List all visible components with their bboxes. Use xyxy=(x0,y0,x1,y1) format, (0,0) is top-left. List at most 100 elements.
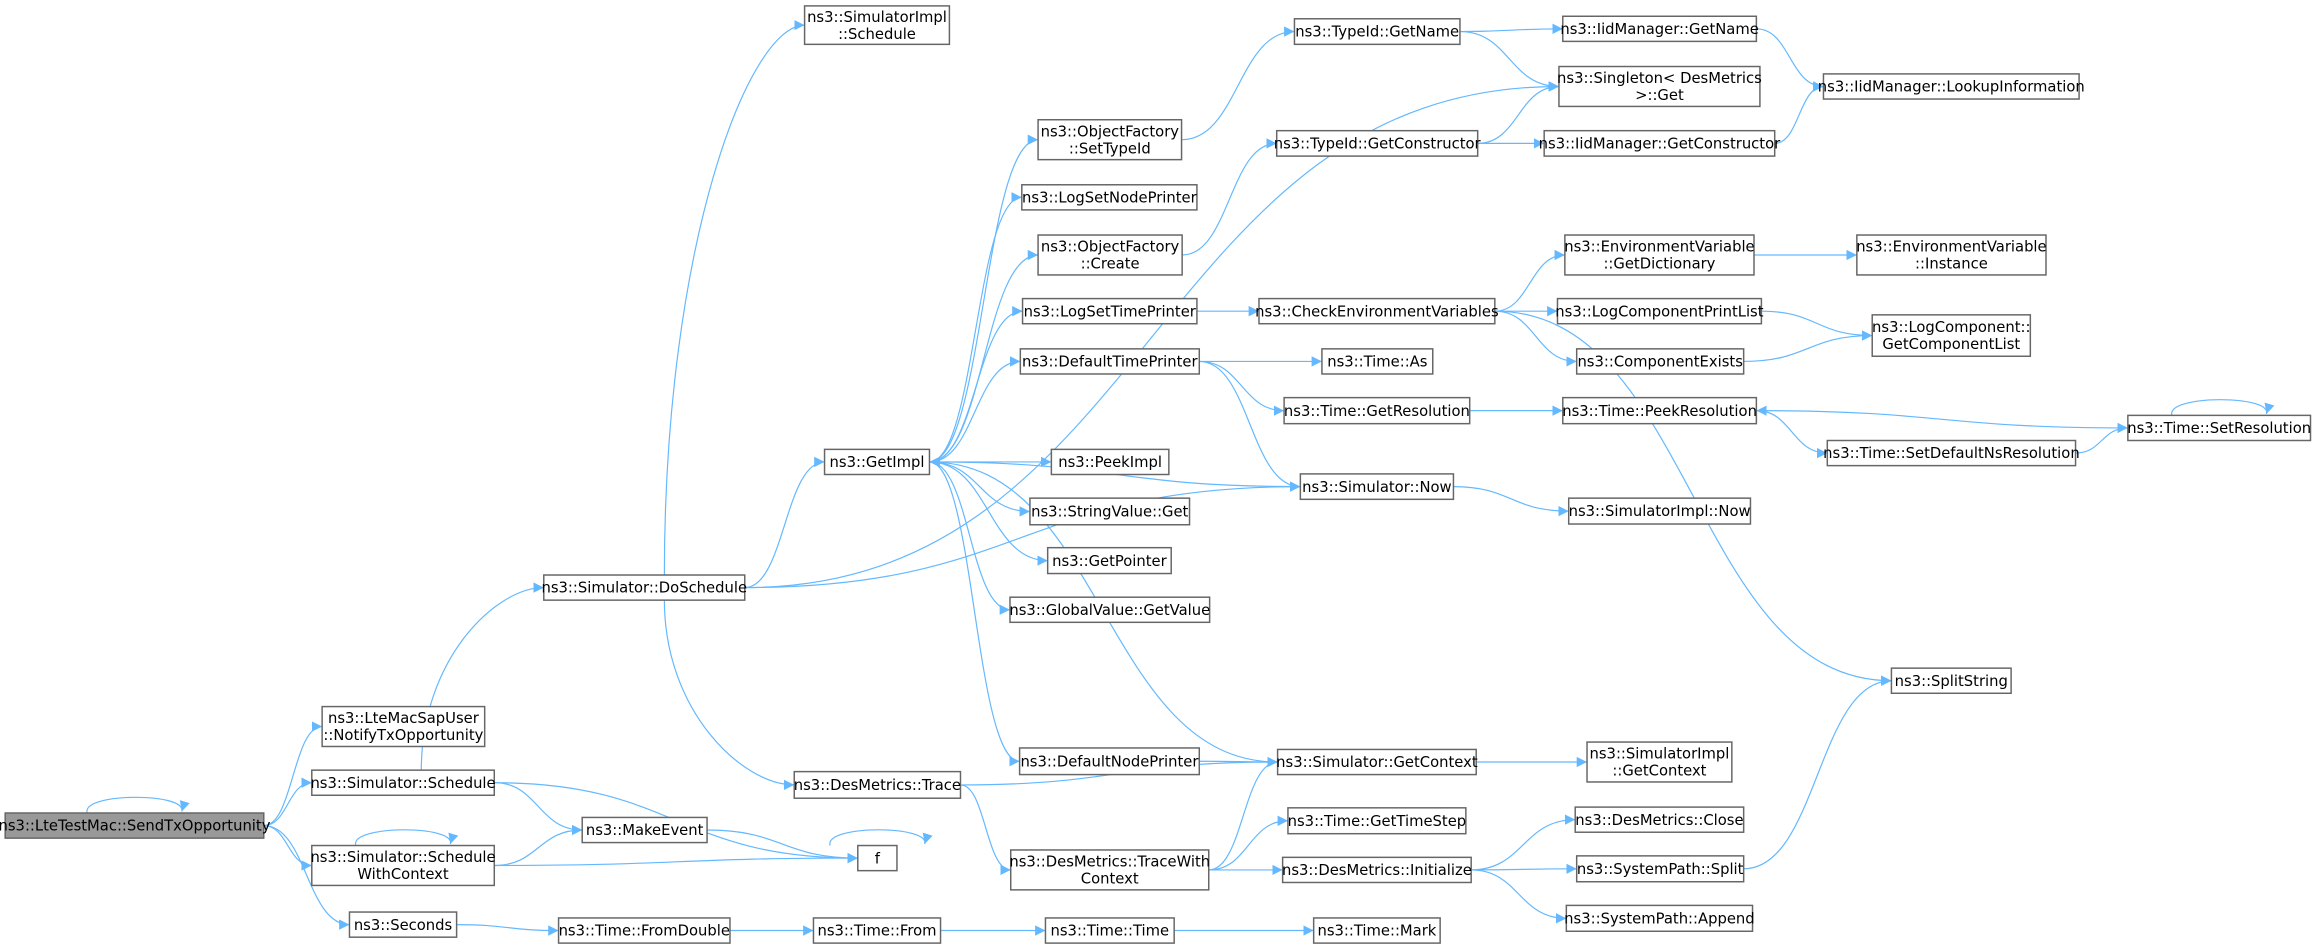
node-box xyxy=(1287,807,1467,835)
node-envinstance[interactable]: ns3::EnvironmentVariable::Instance xyxy=(1856,234,2047,276)
node-box xyxy=(1890,667,2012,695)
node-mark[interactable]: ns3::Time::Mark xyxy=(1312,917,1441,944)
edge-typeidgetname-to-iidgetname xyxy=(1459,23,1563,34)
node-lcprint[interactable]: ns3::LogComponentPrintList xyxy=(1555,297,1764,325)
edge-getimpl-to-getpointer xyxy=(929,461,1048,566)
node-settypeid[interactable]: ns3::ObjectFactory::SetTypeId xyxy=(1037,118,1183,161)
edge-getimpl-to-defnode xyxy=(929,461,1020,767)
node-box xyxy=(1021,184,1198,211)
node-getcontext[interactable]: ns3::Simulator::GetContext xyxy=(1276,748,1478,776)
node-simimplnow[interactable]: ns3::SimulatorImpl::Now xyxy=(1567,497,1752,525)
node-label: ns3::TypeId::GetConstructor xyxy=(1274,136,1482,153)
node-iidgetname[interactable]: ns3::IidManager::GetName xyxy=(1560,15,1759,43)
node-box xyxy=(1276,748,1477,776)
node-seconds[interactable]: ns3::Seconds xyxy=(348,911,458,938)
node-label: ns3::Time::SetResolution xyxy=(2127,420,2311,437)
node-box xyxy=(1009,849,1210,891)
node-timeas[interactable]: ns3::Time::As xyxy=(1321,348,1434,375)
node-getdict[interactable]: ns3::EnvironmentVariable::GetDictionary xyxy=(1564,234,1755,276)
node-lognode[interactable]: ns3::LogSetNodePrinter xyxy=(1021,184,1198,211)
node-doschedule[interactable]: ns3::Simulator::DoSchedule xyxy=(541,574,747,601)
node-singleton[interactable]: ns3::Singleton< DesMetrics >::Get xyxy=(1557,65,1762,108)
node-stringvalue[interactable]: ns3::StringValue::Get xyxy=(1029,497,1191,526)
edge-doschedule-to-getimpl xyxy=(744,456,825,589)
node-box xyxy=(1275,129,1479,157)
node-timetime[interactable]: ns3::Time::Time xyxy=(1044,917,1175,944)
node-box xyxy=(1050,448,1170,476)
node-deftime[interactable]: ns3::DefaultTimePrinter xyxy=(1019,348,1201,375)
node-box xyxy=(1299,473,1455,501)
node-label: ns3::DesMetrics::Trace xyxy=(794,777,961,794)
node-defnode[interactable]: ns3::DefaultNodePrinter xyxy=(1018,747,1201,776)
node-label: ns3::GetPointer xyxy=(1052,553,1167,570)
node-box xyxy=(1543,129,1776,157)
edge-simnow-to-simimplnow xyxy=(1453,486,1569,517)
node-getpointer[interactable]: ns3::GetPointer xyxy=(1046,546,1172,575)
node-sendtx[interactable]: ns3::LteTestMac::SendTxOpportunity xyxy=(0,812,271,839)
node-box xyxy=(1029,497,1191,526)
edge-sendtx-to-schedule xyxy=(263,777,312,827)
node-splitstring[interactable]: ns3::SplitString xyxy=(1890,667,2012,695)
node-box xyxy=(543,574,746,601)
node-peekimpl[interactable]: ns3::PeekImpl xyxy=(1050,448,1170,476)
node-label: ns3::Time::Time xyxy=(1051,923,1170,940)
node-notify[interactable]: ns3::LteMacSapUser::NotifyTxOpportunity xyxy=(321,705,486,748)
node-logtime[interactable]: ns3::LogSetTimePrinter xyxy=(1021,297,1198,325)
node-typeidctor[interactable]: ns3::TypeId::GetConstructor xyxy=(1274,129,1482,157)
node-create[interactable]: ns3::ObjectFactory::Create xyxy=(1037,234,1183,276)
node-fromdouble[interactable]: ns3::Time::FromDouble xyxy=(557,917,731,944)
node-label: ns3::CheckEnvironmentVariables xyxy=(1255,303,1499,320)
node-simnow[interactable]: ns3::Simulator::Now xyxy=(1299,473,1455,501)
edge-initialize-to-split xyxy=(1471,863,1577,874)
node-from[interactable]: ns3::Time::From xyxy=(812,917,942,944)
edge-deftime-to-simnow xyxy=(1199,360,1301,492)
node-f[interactable]: f xyxy=(857,844,898,872)
node-box xyxy=(1564,234,1755,276)
edge-compexists-to-getcomplist xyxy=(1743,330,1873,363)
node-getimpl[interactable]: ns3::GetImpl xyxy=(823,448,931,476)
edge-schedule-to-makeevent xyxy=(494,782,583,836)
node-schedule[interactable]: ns3::Simulator::Schedule xyxy=(310,769,496,797)
edge-setdefns-to-setres xyxy=(2075,422,2128,454)
node-split[interactable]: ns3::SystemPath::Split xyxy=(1575,855,1745,883)
node-typeidgetname[interactable]: ns3::TypeId::GetName xyxy=(1293,18,1461,46)
node-initialize[interactable]: ns3::DesMetrics::Initialize xyxy=(1281,856,1472,884)
node-simimplschedule[interactable]: ns3::SimulatorImpl::Schedule xyxy=(803,5,951,46)
node-label: ns3::ObjectFactory xyxy=(1041,239,1180,256)
node-makeevent[interactable]: ns3::MakeEvent xyxy=(581,816,708,844)
node-setdefns[interactable]: ns3::Time::SetDefaultNsResolution xyxy=(1823,439,2080,467)
node-append[interactable]: ns3::SystemPath::Append xyxy=(1564,904,1755,933)
node-gettimestep[interactable]: ns3::Time::GetTimeStep xyxy=(1287,807,1467,835)
node-getcomplist[interactable]: ns3::LogComponent::GetComponentList xyxy=(1871,314,2032,357)
node-box xyxy=(823,448,931,476)
node-simimplctx[interactable]: ns3::SimulatorImpl::GetContext xyxy=(1586,741,1733,783)
edge-initialize-to-close xyxy=(1471,814,1576,871)
node-close[interactable]: ns3::DesMetrics::Close xyxy=(1574,806,1745,833)
node-setres[interactable]: ns3::Time::SetResolution xyxy=(2127,414,2312,442)
node-box xyxy=(4,812,265,839)
node-box xyxy=(1575,855,1745,883)
node-peekres[interactable]: ns3::Time::PeekResolution xyxy=(1562,396,1758,425)
node-iidctor[interactable]: ns3::IidManager::GetConstructor xyxy=(1539,129,1781,157)
node-compexists[interactable]: ns3::ComponentExists xyxy=(1575,348,1745,375)
node-getres[interactable]: ns3::Time::GetResolution xyxy=(1283,396,1471,425)
node-box xyxy=(1018,747,1201,776)
node-box xyxy=(793,770,962,799)
edge-sendtx-to-notify xyxy=(263,721,323,827)
node-box xyxy=(1871,314,2032,357)
node-label: ns3::DesMetrics::Close xyxy=(1575,812,1743,829)
node-label: ns3::LogComponentPrintList xyxy=(1555,303,1763,320)
node-globalvalue[interactable]: ns3::GlobalValue::GetValue xyxy=(1009,596,1211,624)
node-lookup[interactable]: ns3::IidManager::LookupInformation xyxy=(1818,73,2085,100)
edge-tracectx-to-gettimestep xyxy=(1208,815,1288,871)
edge-doschedule-to-singleton xyxy=(744,81,1559,589)
node-trace[interactable]: ns3::DesMetrics::Trace xyxy=(793,770,962,799)
edge-checkenv-to-splitstring xyxy=(1494,310,1892,686)
node-label: ns3::IidManager::GetName xyxy=(1560,21,1758,38)
node-checkenv[interactable]: ns3::CheckEnvironmentVariables xyxy=(1255,297,1499,325)
edge-initialize-to-append xyxy=(1471,869,1567,924)
node-label: ns3::Time::As xyxy=(1327,354,1427,371)
node-box xyxy=(1558,65,1761,108)
